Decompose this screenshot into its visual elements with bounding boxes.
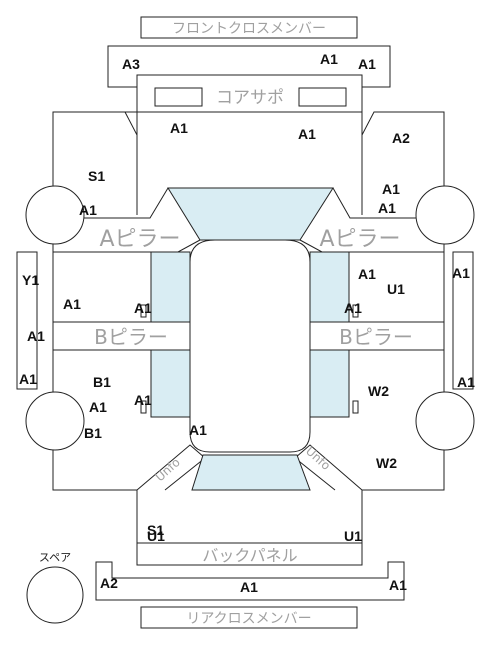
left-front-window	[150, 251, 191, 323]
grade-left-rear-fender: B1	[84, 425, 102, 441]
grade-front-left-fender: S1	[88, 168, 105, 184]
trunk-outline	[136, 490, 363, 566]
windshield-glass	[167, 187, 334, 241]
rear-left-wheel	[25, 391, 85, 451]
grade-front-right-wheel-2: A1	[378, 200, 396, 216]
front-right-fender-outline	[361, 111, 445, 252]
front-right-wheel	[415, 185, 475, 245]
back-panel-label: バックパネル	[202, 546, 297, 565]
left-sill	[16, 251, 38, 390]
a-pillar-outline	[53, 187, 444, 219]
a-pillar-right-label: Aピラー	[319, 227, 400, 252]
grade-front-a1-mid: A1	[320, 51, 338, 67]
front-bumper-outline	[107, 45, 391, 88]
left-front-door-handle	[140, 304, 147, 318]
right-front-door-handle	[352, 304, 359, 318]
grade-rear-a2: A2	[100, 575, 118, 591]
grade-front-right-fender: A2	[392, 130, 410, 146]
grade-rear-a1-mid: A1	[240, 579, 258, 595]
rear-bumper-outline	[95, 561, 405, 601]
rear-window-glass	[191, 454, 311, 491]
grade-floor: A1	[189, 422, 207, 438]
grade-core-right: A1	[298, 126, 316, 142]
grade-right-rear-door: W2	[368, 383, 389, 399]
right-doors-outline	[310, 252, 445, 491]
b-pillar-left-label: Bピラー	[94, 325, 168, 349]
rear-cross-member-box	[140, 606, 358, 629]
left-rear-door-handle	[140, 400, 147, 414]
grade-right-sill-bottom: A1	[457, 374, 475, 390]
rear-cross-member-label: リアクロスメンバー	[186, 611, 311, 627]
grade-right-rear-fender: W2	[376, 455, 397, 471]
grade-right-front-door-a: A1	[358, 266, 376, 282]
right-sill	[452, 251, 474, 390]
right-front-window	[309, 251, 350, 323]
roof-opening	[189, 239, 311, 453]
rear-right-wheel	[415, 391, 475, 451]
grade-back-s1: S1	[147, 522, 164, 538]
headlight-left	[154, 87, 203, 107]
headlight-right	[298, 87, 347, 107]
grade-back-u1-right: U1	[344, 528, 362, 544]
left-rear-window	[150, 349, 191, 418]
grade-left-sill: Y1	[22, 272, 39, 288]
core-support-label: コアサポ	[216, 88, 284, 108]
front-cross-member-label: フロントクロスメンバー	[172, 21, 326, 37]
grade-front-a3: A3	[122, 56, 140, 72]
grade-front-a1-right: A1	[358, 56, 376, 72]
b-pillar-right-label: Bピラー	[339, 325, 413, 349]
right-rear-door-handle	[352, 400, 359, 414]
grade-left-front-door-b: A1	[134, 300, 152, 316]
grade-right-front-door-b: A1	[344, 300, 362, 316]
spare-label: スペア	[39, 551, 71, 564]
spare-tire	[26, 566, 84, 624]
grade-front-left-wheel: A1	[79, 202, 97, 218]
grade-core-left: A1	[170, 120, 188, 136]
right-rear-window	[309, 349, 350, 418]
grade-left-sill-bottom: A1	[19, 371, 37, 387]
grade-front-right-wheel: A1	[382, 181, 400, 197]
grade-right-front-door-u: U1	[387, 281, 405, 297]
grade-left-front-door: A1	[63, 296, 81, 312]
b-pillar-right	[309, 321, 445, 351]
b-pillar-left	[52, 321, 191, 351]
grade-left-rear-door: B1	[93, 374, 111, 390]
grade-left-rear-door-b: A1	[134, 392, 152, 408]
front-cross-member-box	[140, 16, 358, 39]
grade-right-sill: A1	[452, 265, 470, 281]
rear-left-quarter	[136, 444, 206, 491]
grade-left-rear-door-a: A1	[89, 399, 107, 415]
core-support-outline	[136, 75, 363, 215]
front-left-wheel	[25, 185, 85, 245]
grade-back-u1: U1	[147, 528, 165, 544]
grade-left-sill-lower: A1	[27, 328, 45, 344]
rear-right-quarter	[294, 444, 363, 491]
grade-rear-a1-right: A1	[389, 577, 407, 593]
a-pillar-left-label: Aピラー	[99, 227, 180, 252]
left-doors-outline	[52, 252, 190, 491]
